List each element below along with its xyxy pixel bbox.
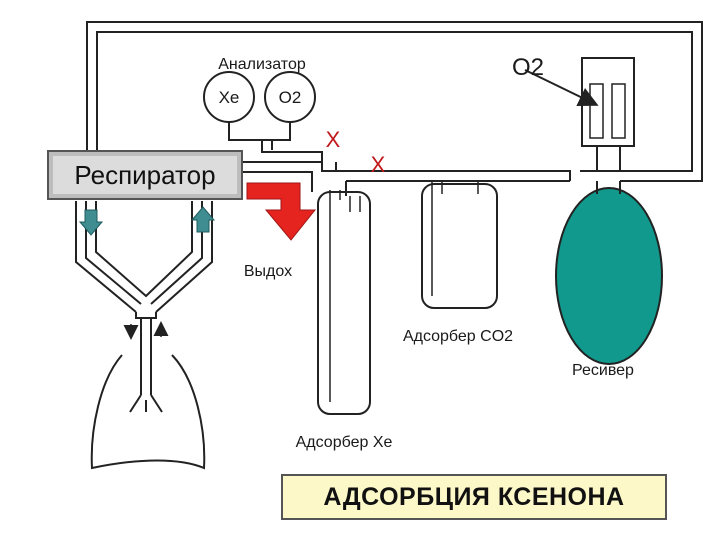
exhale-label: Выдох bbox=[244, 263, 292, 280]
respirator-box: Респиратор bbox=[47, 150, 243, 200]
xe-sensor-label: Xe bbox=[219, 88, 240, 107]
valve-x-mark-1: X bbox=[326, 127, 341, 152]
valve-marks: X X bbox=[326, 127, 386, 177]
outer-loop-pipe bbox=[86, 21, 703, 182]
co2-adsorber bbox=[421, 181, 498, 309]
xe-adsorber bbox=[311, 181, 371, 415]
analyzer-group bbox=[203, 71, 323, 162]
exhale-arrow bbox=[246, 182, 317, 241]
lungs-outline bbox=[90, 354, 206, 470]
adsorber-xe-label: Адсорбер Xe bbox=[296, 434, 393, 451]
inhale-down-arrow bbox=[78, 209, 104, 236]
adsorber-co2-label: Адсорбер CO2 bbox=[403, 328, 513, 345]
o2-sensor-label: O2 bbox=[279, 88, 302, 107]
receiver-group bbox=[524, 57, 663, 365]
respirator-label: Респиратор bbox=[74, 159, 216, 190]
receiver-bag bbox=[555, 187, 663, 365]
patient-circuit bbox=[75, 201, 216, 413]
receiver-label: Ресивер bbox=[572, 362, 634, 379]
diagram-title: АДСОРБЦИЯ КСЕНОНА bbox=[281, 474, 667, 520]
exhale-up-arrow bbox=[190, 206, 216, 233]
o2-inlet-arrow bbox=[524, 69, 599, 107]
valve-x-mark-2: X bbox=[371, 152, 386, 177]
respirator-outlet-pipe bbox=[243, 161, 620, 182]
diagram-title-text: АДСОРБЦИЯ КСЕНОНА bbox=[323, 482, 625, 511]
analyzer-label: Анализатор bbox=[218, 56, 306, 73]
o2-inlet-label: O2 bbox=[512, 54, 544, 81]
